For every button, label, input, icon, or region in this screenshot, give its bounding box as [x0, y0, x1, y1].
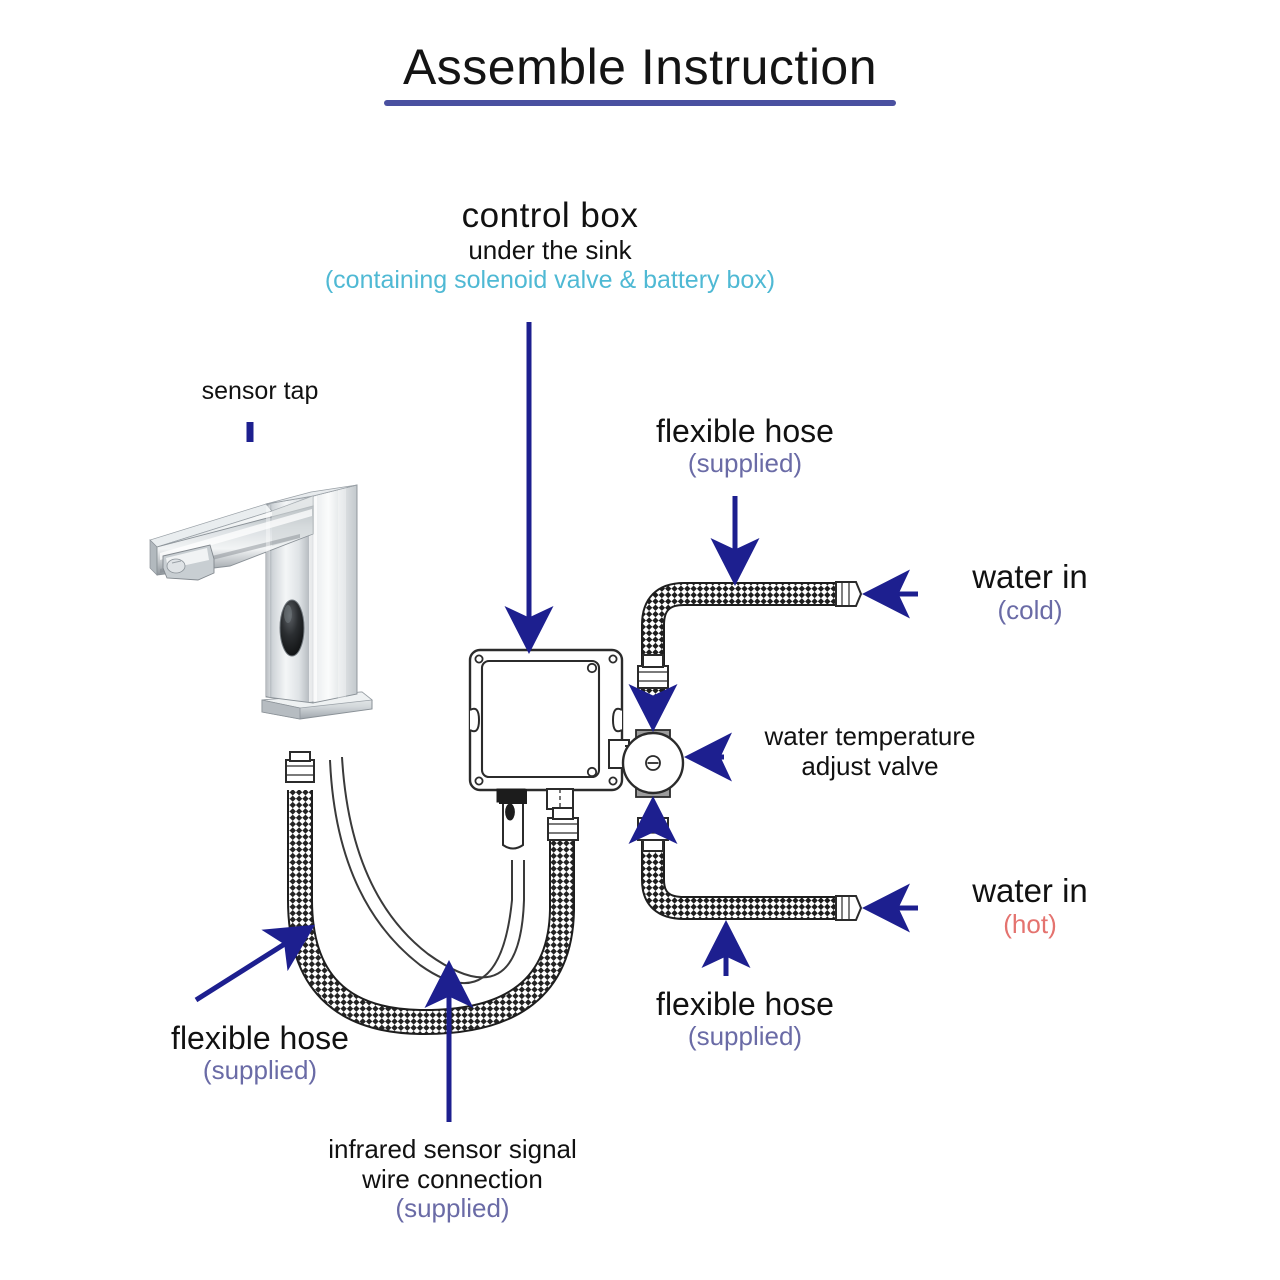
hose-top-line2: (supplied)	[687, 448, 803, 479]
page-title: Assemble Instruction	[0, 38, 1280, 106]
hose-br-line1: flexible hose	[656, 986, 834, 1022]
label-flexible-hose-top: flexible hose (supplied)	[585, 413, 905, 479]
flexible-hose-supply	[285, 751, 579, 1036]
faucet-body	[265, 484, 358, 704]
label-flexible-hose-bottom-left: flexible hose (supplied)	[105, 1020, 415, 1086]
hose-bl-line2: (supplied)	[202, 1055, 318, 1086]
flexible-hose-cold	[637, 581, 863, 700]
label-control-box: control box under the sink (containing s…	[290, 196, 810, 294]
hose-nut-supply-left	[285, 751, 315, 783]
water-temperature-mixing-valve	[621, 729, 685, 798]
infrared-signal-wire	[329, 756, 527, 984]
valve-line2: adjust valve	[801, 750, 939, 781]
faucet-aerator	[162, 544, 215, 581]
hose-top-line1: flexible hose	[656, 413, 834, 449]
label-water-in-cold: water in (cold)	[880, 558, 1180, 625]
ir-wire-line3: (supplied)	[395, 1193, 510, 1224]
annotation-arrows	[194, 322, 918, 1122]
sensor-tap-line1: sensor tap	[201, 377, 319, 405]
control-box-line3: (containing solenoid valve & battery box…	[324, 265, 776, 294]
hose-nut-supply-right	[547, 807, 579, 841]
title-underline	[384, 100, 896, 106]
hose-nut-hot	[835, 895, 863, 921]
arrow-hose-bottom-left	[194, 924, 316, 1003]
water-hot-line1: water in	[972, 872, 1088, 909]
flexible-hose-hot	[637, 817, 863, 921]
label-sensor-tap: sensor tap	[135, 377, 385, 406]
ir-wire-line2: wire connection	[362, 1163, 543, 1194]
water-hot-line2: (hot)	[1003, 908, 1057, 939]
label-infrared-signal-wire: infrared sensor signal wire connection (…	[280, 1134, 625, 1224]
control-box-line2: under the sink	[468, 234, 632, 265]
label-flexible-hose-bottom-right: flexible hose (supplied)	[580, 986, 910, 1052]
hose-br-line2: (supplied)	[687, 1021, 803, 1052]
ir-wire-line1: infrared sensor signal	[328, 1134, 577, 1164]
infrared-sensor-window	[279, 599, 305, 657]
water-cold-line2: (cold)	[997, 594, 1063, 625]
control-box-line1: control box	[461, 196, 639, 235]
valve-line1: water temperature	[764, 721, 976, 751]
hose-bl-line1: flexible hose	[171, 1020, 349, 1056]
sensor-tap-illustration	[149, 484, 374, 720]
hose-nut-cold	[835, 581, 863, 607]
label-mixing-valve: water temperature adjust valve	[710, 721, 1030, 781]
title-text: Assemble Instruction	[402, 39, 878, 95]
label-water-in-hot: water in (hot)	[880, 872, 1180, 939]
water-cold-line1: water in	[972, 558, 1088, 595]
control-box-illustration	[468, 648, 645, 810]
